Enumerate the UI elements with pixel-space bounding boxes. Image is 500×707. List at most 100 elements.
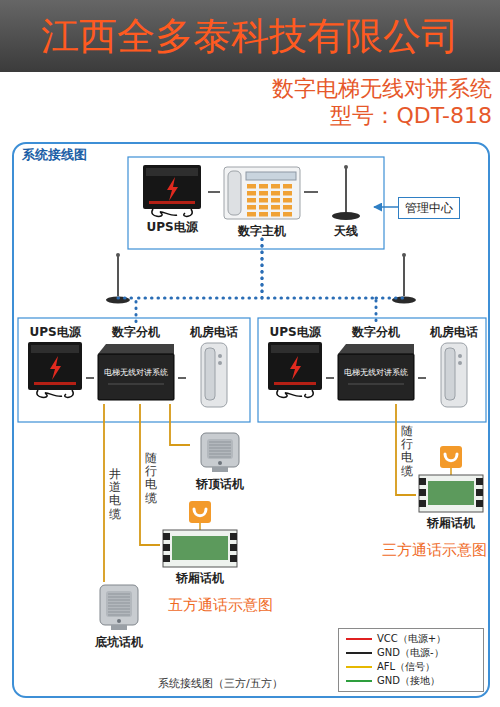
extension-top bbox=[98, 344, 174, 354]
grille-line bbox=[108, 603, 130, 604]
keypad-key bbox=[283, 191, 292, 196]
spk-symbol bbox=[86, 582, 152, 634]
power-cord bbox=[184, 209, 192, 216]
host-case bbox=[224, 167, 300, 219]
product-name: 数字电梯无线对讲系统 bbox=[272, 76, 492, 102]
grille-line bbox=[209, 451, 231, 452]
ups-strip bbox=[271, 345, 319, 353]
device-icon bbox=[190, 430, 250, 476]
terminal-block bbox=[419, 478, 426, 485]
device-icon bbox=[426, 340, 482, 412]
keypad-key bbox=[259, 198, 268, 203]
device-label: 轿厢话机 bbox=[427, 515, 475, 531]
wireless-link bbox=[136, 239, 262, 324]
wire-legend: VCC（电源+）GND（电源-）AFL（信号）GND（接地） bbox=[338, 628, 484, 692]
power-cord bbox=[65, 390, 73, 397]
phone-body bbox=[201, 343, 227, 407]
diagram-note: 五方通话示意图 bbox=[168, 596, 273, 614]
terminal-block bbox=[163, 544, 170, 551]
grille-line bbox=[209, 448, 231, 449]
legend-row: GND（接地） bbox=[346, 674, 476, 688]
antenna: 天线 bbox=[318, 163, 374, 239]
circuit-board bbox=[163, 530, 237, 567]
speaker-bracket bbox=[212, 467, 228, 472]
ups-band bbox=[34, 382, 76, 385]
digital-extension: 数字分机电梯无线对讲系统 bbox=[94, 324, 178, 404]
device-icon bbox=[416, 445, 486, 515]
phone-button bbox=[458, 361, 462, 365]
spk-symbol bbox=[190, 430, 250, 476]
legend-line-sample bbox=[346, 666, 372, 668]
cable-line bbox=[374, 206, 398, 208]
keypad-key bbox=[283, 184, 292, 189]
title-banner bbox=[0, 0, 500, 72]
terminal-block bbox=[230, 555, 237, 562]
power-cord bbox=[305, 390, 313, 397]
antenna-pole bbox=[345, 168, 347, 213]
phone-glyph bbox=[194, 509, 206, 516]
device-label: 数字分机 bbox=[112, 324, 160, 340]
ups-power: UPS电源 bbox=[136, 163, 208, 235]
keypad-key bbox=[259, 191, 268, 196]
power-cord bbox=[152, 209, 177, 216]
grille-line bbox=[108, 597, 130, 598]
wall-symbol bbox=[186, 340, 242, 412]
wireless-dots bbox=[376, 297, 404, 300]
antenna-pole bbox=[403, 256, 405, 296]
device-label: 天线 bbox=[334, 223, 358, 239]
device-icon bbox=[24, 340, 86, 400]
cable-line bbox=[140, 404, 160, 545]
ups-band bbox=[274, 382, 316, 385]
speaker-case bbox=[201, 433, 239, 467]
ups-band bbox=[149, 201, 195, 204]
grille-line bbox=[108, 594, 130, 595]
device-label: 机房电话 bbox=[430, 324, 478, 340]
phone-handset bbox=[205, 348, 215, 400]
device-label: 轿顶话机 bbox=[196, 476, 244, 492]
antenna-tip bbox=[116, 253, 120, 257]
cable-line bbox=[208, 191, 220, 193]
device-label: UPS电源 bbox=[29, 324, 80, 340]
speaker-button bbox=[117, 619, 121, 623]
power-cord bbox=[37, 390, 62, 397]
ups-strip bbox=[31, 345, 79, 353]
keypad-key bbox=[271, 184, 280, 189]
antenna-pole bbox=[117, 256, 119, 296]
tag-wire bbox=[199, 523, 201, 530]
phone-glyph bbox=[445, 454, 457, 461]
keypad-key bbox=[247, 205, 256, 210]
terminal-block bbox=[230, 544, 237, 551]
diagram-note: 三方通话示意图 bbox=[382, 541, 487, 559]
device-label: 底坑话机 bbox=[95, 634, 143, 650]
host-symbol bbox=[220, 163, 304, 223]
device-label: 机房电话 bbox=[190, 324, 238, 340]
legend-row: VCC（电源+） bbox=[346, 632, 476, 646]
keypad-key bbox=[271, 212, 280, 217]
cable-label: 随行电缆 bbox=[145, 452, 157, 505]
ups-symbol bbox=[264, 340, 326, 400]
speaker-bracket bbox=[111, 625, 127, 630]
speaker-grille bbox=[106, 591, 132, 617]
device-icon bbox=[86, 582, 152, 634]
phone-button bbox=[458, 354, 462, 358]
phone-tag bbox=[440, 446, 462, 468]
keypad-key bbox=[247, 184, 256, 189]
lightning-symbol bbox=[50, 356, 61, 380]
company-title: 江西全多泰科技有限公司 bbox=[0, 11, 500, 61]
antenna-base bbox=[332, 212, 360, 220]
circuit-board bbox=[419, 475, 483, 512]
keypad-key bbox=[259, 205, 268, 210]
grille-line bbox=[108, 600, 130, 601]
board-core bbox=[172, 536, 228, 560]
cable-line bbox=[178, 377, 186, 379]
host-screen bbox=[246, 172, 296, 180]
ups-symbol bbox=[136, 163, 208, 219]
extension-trim bbox=[348, 384, 404, 385]
cable-line bbox=[418, 377, 426, 379]
grille-line bbox=[209, 454, 231, 455]
ups-symbol bbox=[24, 340, 86, 400]
speaker-case bbox=[100, 585, 138, 625]
cable-line bbox=[304, 191, 318, 193]
keypad-key bbox=[271, 191, 280, 196]
keypad-key bbox=[247, 198, 256, 203]
